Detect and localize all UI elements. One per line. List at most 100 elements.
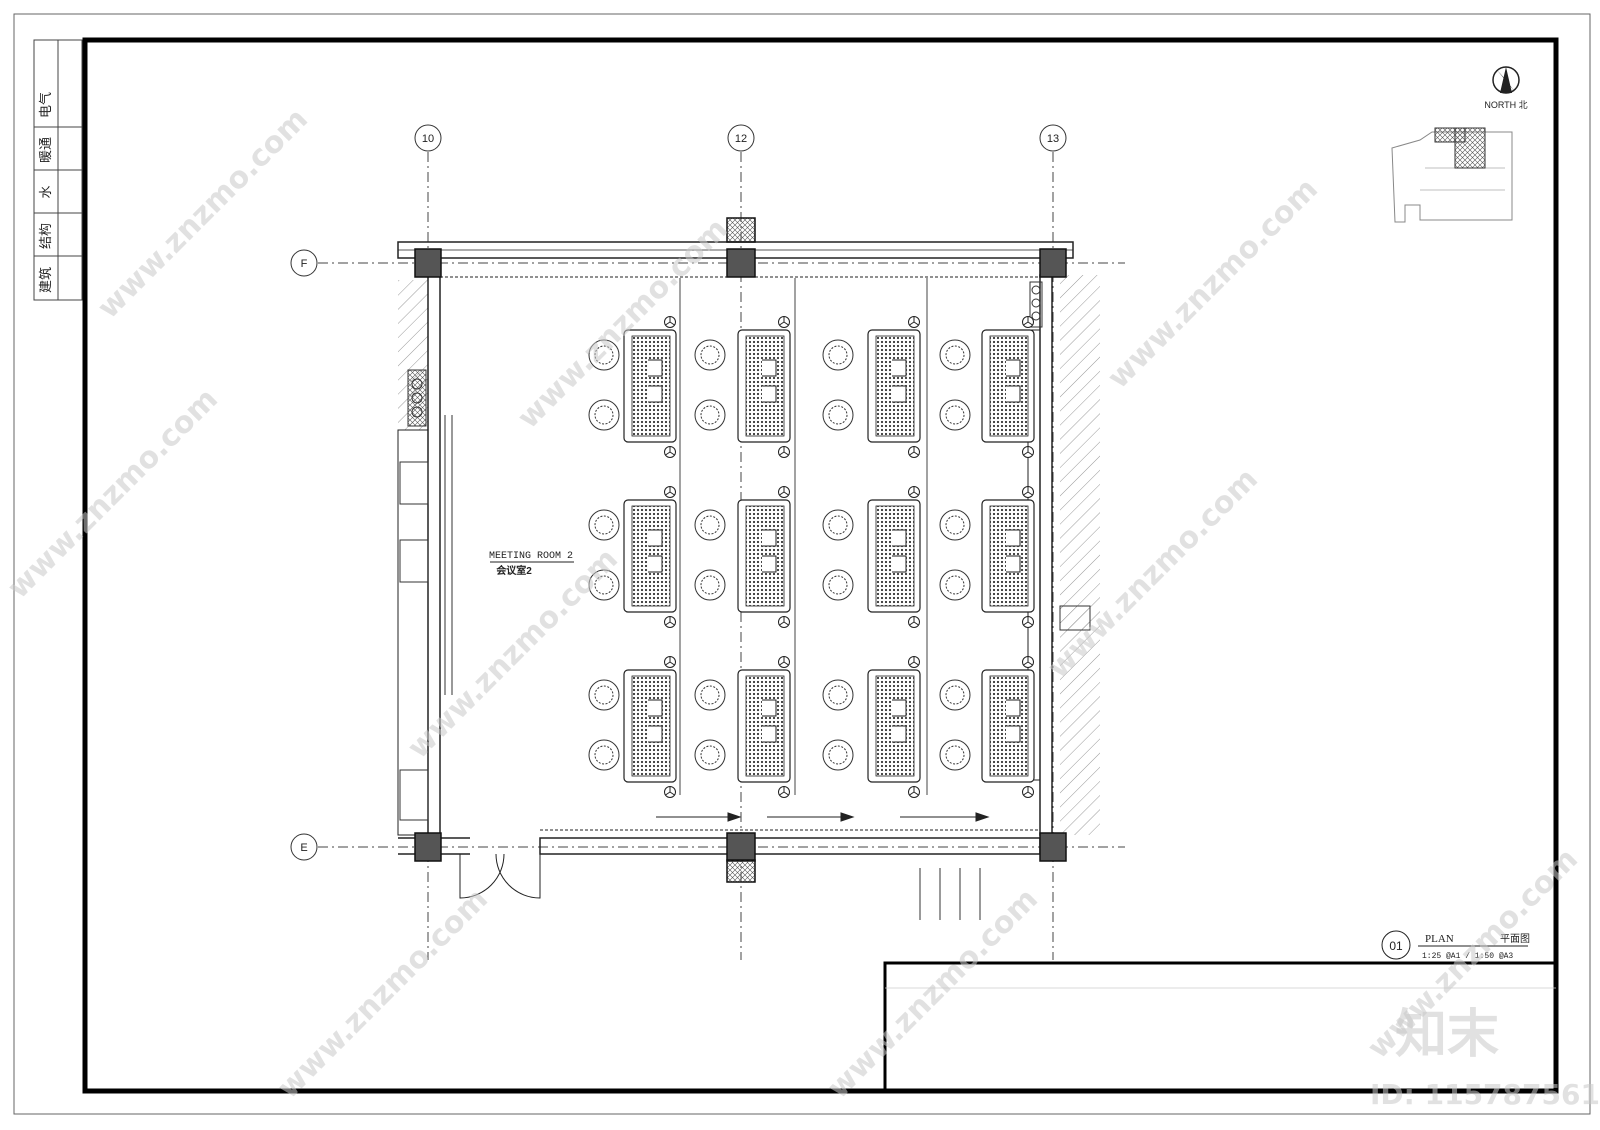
- watermark-site: www.znzmo.com: [1101, 172, 1325, 396]
- chair-seat: [828, 345, 848, 365]
- floor-box-mark: [665, 317, 675, 326]
- chair-seat: [828, 515, 848, 535]
- chair: [588, 739, 620, 771]
- floor-box-mark: [909, 787, 919, 796]
- discipline-electrical: 电气: [38, 92, 53, 118]
- column-10-e: [414, 832, 442, 862]
- chair-seat: [828, 405, 848, 425]
- floor-box-mark: [1023, 487, 1033, 496]
- chair-seat: [594, 405, 614, 425]
- floor-box-mark: [779, 447, 789, 456]
- chair: [694, 679, 726, 711]
- chair-seat: [700, 405, 720, 425]
- chair: [588, 569, 620, 601]
- chair: [939, 739, 971, 771]
- chair-seat: [945, 575, 965, 595]
- chair-seat: [594, 345, 614, 365]
- floor-box-mark: [909, 447, 919, 456]
- floor-box-mark: [1023, 787, 1033, 796]
- chair-seat: [594, 685, 614, 705]
- chair-seat: [700, 685, 720, 705]
- discipline-structure: 结构: [38, 223, 53, 249]
- floor-box-mark: [665, 447, 675, 456]
- drawing-title-en: PLAN: [1425, 933, 1454, 945]
- discipline-hvac: 暖通: [38, 137, 53, 163]
- outer-frame: [13, 13, 1591, 1115]
- chair: [588, 679, 620, 711]
- grid-bubble-e: [290, 833, 318, 861]
- chair-seat: [594, 745, 614, 765]
- column-13-f: [1039, 248, 1067, 278]
- floor-box-mark: [665, 657, 675, 666]
- right-hatch-zone: [1060, 275, 1100, 835]
- floor-box-mark: [779, 787, 789, 796]
- grid-label-10: 10: [422, 133, 434, 145]
- chair: [694, 509, 726, 541]
- grid-bubble-13: [1039, 124, 1067, 152]
- floor-box-mark: [909, 657, 919, 666]
- chair: [822, 339, 854, 371]
- chair-seat: [945, 405, 965, 425]
- chair: [588, 399, 620, 431]
- chair: [694, 739, 726, 771]
- chair-seat: [945, 685, 965, 705]
- entry-door: [459, 853, 541, 899]
- desk-partitions: [679, 278, 928, 795]
- chair: [694, 399, 726, 431]
- chair: [694, 339, 726, 371]
- drawing-title-cn: 平面图: [1500, 933, 1530, 945]
- chair-seat: [828, 745, 848, 765]
- grid-bubbles: 10 12 13 F E: [290, 124, 1067, 861]
- chair-seat: [828, 575, 848, 595]
- discipline-water: 水: [38, 185, 53, 198]
- floor-box-mark: [909, 617, 919, 626]
- column-12-f: [726, 248, 756, 278]
- chair: [822, 739, 854, 771]
- west-fixtures: [399, 369, 453, 821]
- floor-box-mark: [1023, 617, 1033, 626]
- desk-seat: [1006, 529, 1021, 573]
- watermark-site: www.znzmo.com: [1, 382, 225, 606]
- watermark-site: www.znzmo.com: [271, 882, 495, 1106]
- desk-seat: [1006, 359, 1021, 403]
- key-plan: [1391, 127, 1513, 223]
- chair-seat: [594, 515, 614, 535]
- drawing-title: 01 PLAN 平面图 1:25 @A1 / 1:50 @A3: [1381, 930, 1530, 961]
- chair-seat: [945, 515, 965, 535]
- desk-seat: [648, 699, 663, 743]
- floor-box-mark: [779, 657, 789, 666]
- exterior-steps: [919, 868, 981, 920]
- chair-seat: [594, 575, 614, 595]
- floor-box-mark: [909, 487, 919, 496]
- chair-seat: [700, 575, 720, 595]
- watermark-layer: www.znzmo.com www.znzmo.com www.znzmo.co…: [1, 102, 1600, 1111]
- column-13-e: [1039, 832, 1067, 862]
- chair: [822, 679, 854, 711]
- grid-bubble-12: [727, 124, 755, 152]
- grid-bubble-10: [414, 124, 442, 152]
- chair: [822, 509, 854, 541]
- desk-seat: [762, 529, 777, 573]
- chair-seat: [828, 685, 848, 705]
- floor-box-mark: [1023, 317, 1033, 326]
- east-fixtures: [1029, 281, 1091, 631]
- watermark-id: ID: 1157875610: [1370, 1078, 1600, 1111]
- chair-seat: [700, 745, 720, 765]
- discipline-architecture: 建筑: [38, 267, 53, 293]
- column-10-f: [414, 248, 442, 278]
- chair: [822, 399, 854, 431]
- floor-box-mark: [779, 617, 789, 626]
- room-label: MEETING ROOM 2 会议室2: [489, 551, 574, 577]
- north-label: NORTH 北: [1484, 100, 1527, 110]
- chair: [939, 399, 971, 431]
- chair: [694, 569, 726, 601]
- furniture-layout: [588, 316, 1035, 798]
- chair: [939, 339, 971, 371]
- desk-seat: [892, 359, 907, 403]
- grid-label-f: F: [301, 258, 308, 270]
- desk-cushion: [745, 335, 785, 437]
- watermark-brand: 知末: [1395, 1005, 1499, 1065]
- chair-seat: [945, 345, 965, 365]
- chair: [588, 339, 620, 371]
